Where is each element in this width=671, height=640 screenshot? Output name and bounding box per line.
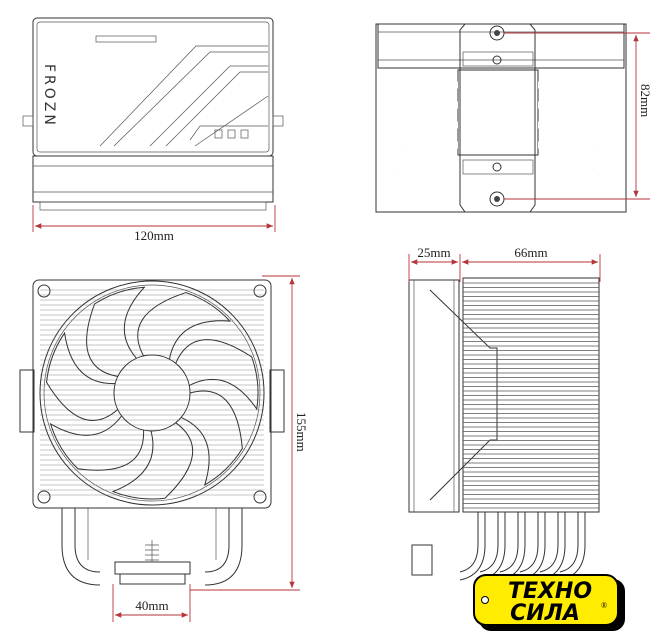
base-plate <box>457 69 539 156</box>
side-heatpipes <box>459 512 586 581</box>
height-label: 82mm <box>638 84 653 117</box>
fan-ring <box>39 280 265 506</box>
fan-clip-right <box>269 369 285 433</box>
heatpipe-inner <box>393 121 459 177</box>
heatpipe-inner <box>537 101 599 152</box>
heatpipe <box>539 512 559 573</box>
cover-slots <box>214 129 249 139</box>
heatpipe-inner <box>537 121 603 177</box>
heatpipe <box>479 512 499 573</box>
clip-right <box>272 115 284 127</box>
dimension-40mm: 40mm <box>112 584 191 622</box>
top-cover <box>32 17 274 157</box>
heatpipe-inner <box>537 81 595 127</box>
dimension-155mm: 155mm <box>190 275 309 591</box>
fan-blade <box>111 422 194 500</box>
fan-blades <box>46 286 259 500</box>
brand-mark: FROZN <box>41 64 57 128</box>
side-mount <box>411 544 433 576</box>
registered-mark: ® <box>601 601 607 610</box>
heatsink-fins <box>462 277 600 513</box>
screws <box>489 25 505 207</box>
heatpipe <box>559 512 586 581</box>
heatsink-depth-label: 66mm <box>514 245 547 260</box>
top-view: FROZN 120mm <box>22 17 284 243</box>
fan-blade <box>180 390 243 487</box>
heatpipe <box>499 512 526 581</box>
fan-blade <box>175 339 259 411</box>
fan-frame-bottom <box>32 155 274 203</box>
fan-clip-left <box>19 369 35 433</box>
side-view: 25mm 66mm <box>408 245 601 581</box>
fan-blade <box>49 415 145 471</box>
fan-frame <box>32 279 272 509</box>
fan-clip-wire <box>429 289 498 501</box>
heatpipe-inner <box>389 141 459 202</box>
base-width-label: 40mm <box>135 598 168 613</box>
heatpipe <box>559 512 579 573</box>
side-top-view: 82mm <box>375 23 653 213</box>
fan-thickness-label: 25mm <box>417 245 450 260</box>
heatpipe <box>519 512 539 573</box>
tehnosila-logo: ТЕХНО СИЛА ® <box>473 574 625 631</box>
fan-blade <box>137 292 232 360</box>
clip-left <box>22 115 34 127</box>
cover-slant-lines <box>95 35 269 147</box>
fan-blade <box>86 286 146 378</box>
fan-side <box>408 279 460 513</box>
dimension-25-66mm: 25mm 66mm <box>408 245 601 282</box>
logo-line1: ТЕХНО <box>508 579 592 604</box>
lower-heatpipes <box>61 508 243 586</box>
total-height-label: 155mm <box>294 412 309 452</box>
heatpipe <box>519 512 546 581</box>
dimension-120mm: 120mm <box>32 205 276 243</box>
fin-stack <box>463 282 599 509</box>
heatpipe <box>459 512 486 581</box>
heatpipes <box>389 81 607 202</box>
mount-plate <box>114 561 191 575</box>
mount-bracket <box>459 23 536 213</box>
heatpipe <box>499 512 519 573</box>
dimension-82mm: 82mm <box>504 32 653 200</box>
heatpipe-inner <box>537 141 607 202</box>
fan-hub <box>113 354 191 432</box>
heatpipe-inner <box>397 101 459 152</box>
front-view: 155mm 40mm <box>19 275 309 622</box>
heatpipe-inner <box>401 81 459 127</box>
frame-screw-holes <box>37 284 267 504</box>
fan-blade <box>46 331 119 421</box>
heatpipe <box>479 512 506 581</box>
heatpipe <box>539 512 566 581</box>
width-label: 120mm <box>134 228 174 243</box>
heatpipe <box>459 512 479 573</box>
logo-line2: СИЛА <box>510 601 580 626</box>
